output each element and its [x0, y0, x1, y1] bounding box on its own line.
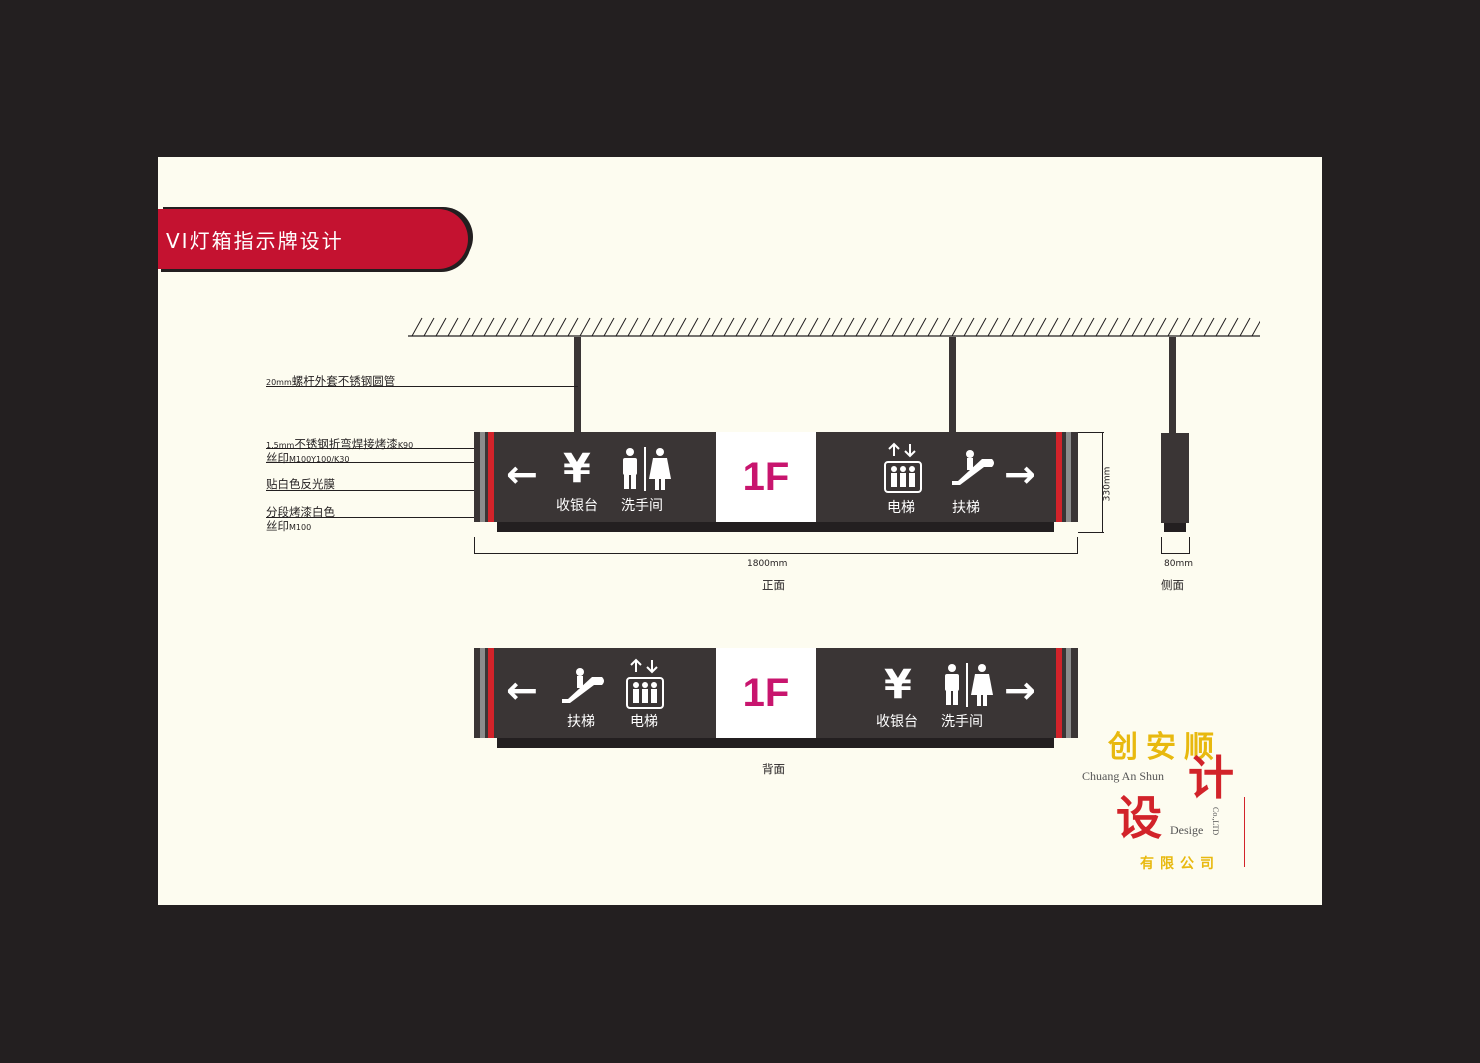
stripe — [1056, 648, 1062, 738]
label-restroom: 洗手间 — [941, 714, 983, 730]
page-title: VI灯箱指示牌设计 — [166, 229, 344, 253]
logo-she: 设 — [1116, 791, 1162, 845]
floor-panel: 1F — [716, 648, 816, 738]
label-escalator: 扶梯 — [567, 714, 595, 730]
logo-stroke — [1244, 797, 1245, 867]
stripe — [488, 648, 494, 738]
arrow-left-icon: ← — [506, 452, 538, 496]
escalator-icon — [562, 668, 604, 703]
elevator-icon — [626, 658, 664, 709]
dimension-tick — [1078, 432, 1104, 433]
logo-ji: 计 — [1188, 751, 1234, 805]
note-steel: 1.5mm不锈钢折弯焊接烤漆K90 — [266, 437, 414, 451]
dimension-tick — [474, 537, 475, 554]
dimension-tick — [1077, 537, 1078, 554]
note-film: 贴白色反光膜 — [266, 477, 335, 491]
note-print2: 丝印M100 — [266, 519, 312, 533]
dimension-tick — [1161, 537, 1162, 553]
dim-depth: 80mm — [1164, 559, 1193, 569]
stripe — [1066, 648, 1071, 738]
label-elevator: 电梯 — [630, 714, 658, 730]
leader-line — [266, 386, 578, 387]
caption-side: 侧面 — [1161, 578, 1184, 592]
side-view-base — [1164, 523, 1186, 532]
leader-line — [266, 462, 491, 463]
logo-desige: Desige — [1170, 823, 1204, 837]
label-cashier: 收银台 — [876, 714, 918, 730]
ceiling-hatch — [408, 317, 1260, 337]
logo-co: Co.,LTD — [1211, 807, 1220, 836]
dimension-line — [1161, 553, 1190, 554]
yen-icon: ¥ — [884, 662, 912, 708]
restroom-icon — [945, 663, 993, 707]
label-restroom: 洗手间 — [621, 498, 663, 514]
caption-front: 正面 — [762, 578, 785, 592]
floor-number: 1F — [742, 454, 790, 499]
stripe — [480, 432, 485, 522]
dimension-line — [474, 553, 1078, 554]
label-cashier: 收银台 — [556, 498, 598, 514]
restroom-icon — [623, 447, 671, 491]
logo-company: 有限公司 — [1140, 856, 1220, 872]
side-view-body — [1161, 433, 1189, 523]
caption-back: 背面 — [762, 762, 785, 776]
stripe — [1066, 432, 1071, 522]
dim-height: 330mm — [1102, 466, 1113, 502]
back-sign-base — [497, 738, 1054, 748]
leader-line — [266, 448, 491, 449]
arrow-left-icon: ← — [506, 668, 538, 712]
drawing-sheet: VI灯箱指示牌设计 20mm螺杆外套不锈钢圆管 1.5mm不锈钢折弯焊接烤漆K9… — [158, 157, 1322, 905]
logo-chinese: 创安顺 — [1108, 730, 1222, 765]
floor-number: 1F — [742, 670, 790, 715]
stripe — [488, 432, 494, 522]
note-pipe: 20mm螺杆外套不锈钢圆管 — [266, 374, 396, 388]
dimension-line — [1102, 432, 1103, 532]
arrow-right-icon: → — [1004, 452, 1036, 496]
hanging-pipe-right — [949, 337, 956, 433]
note-print1: 丝印M100Y100/K30 — [266, 451, 350, 465]
dimension-tick — [1189, 537, 1190, 553]
stripe — [1056, 432, 1062, 522]
floor-panel: 1F — [716, 432, 816, 522]
arrow-right-icon: → — [1004, 668, 1036, 712]
logo-english: Chuang An Shun — [1082, 769, 1165, 783]
hanging-pipe-side — [1169, 337, 1176, 433]
hanging-pipe-left — [574, 337, 581, 433]
dim-width: 1800mm — [747, 559, 788, 569]
stripe — [480, 648, 485, 738]
note-paint: 分段烤漆白色 — [266, 505, 335, 519]
dimension-tick — [1078, 532, 1104, 533]
label-escalator: 扶梯 — [952, 500, 980, 516]
yen-icon: ¥ — [563, 446, 591, 492]
elevator-icon — [884, 442, 922, 493]
label-elevator: 电梯 — [887, 500, 915, 516]
title-banner: VI灯箱指示牌设计 — [158, 209, 468, 269]
escalator-icon — [952, 450, 994, 485]
leader-line — [266, 490, 496, 491]
front-sign-base — [497, 522, 1054, 532]
